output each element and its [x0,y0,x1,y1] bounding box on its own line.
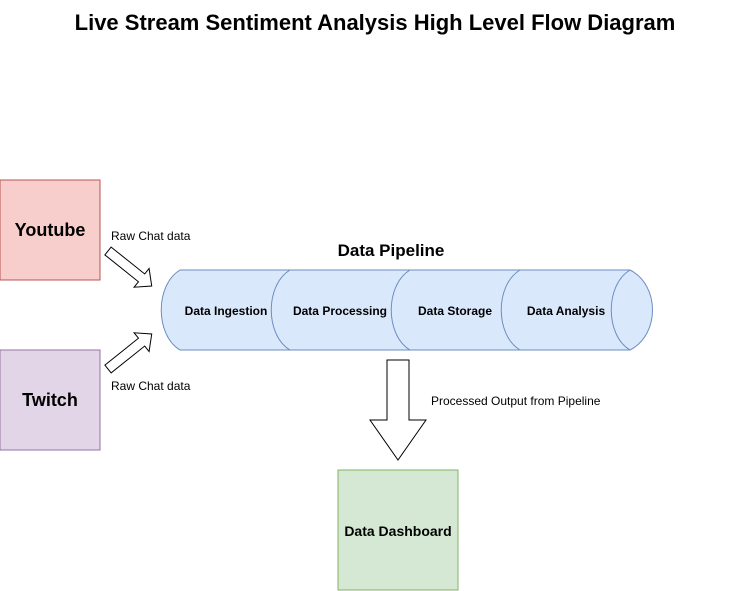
data-dashboard-box[interactable] [337,469,459,591]
youtube-source-box[interactable] [0,179,101,281]
twitch-source-label: Twitch [22,390,78,410]
twitch-to-pipeline-arrow [104,332,153,374]
pipeline-to-dashboard-arrow [369,359,427,461]
output-arrow-label: Processed Output from Pipeline [431,394,601,408]
diagram-title: Live Stream Sentiment Analysis High Leve… [75,10,676,35]
stage-data-analysis[interactable]: Data Analysis [527,304,606,318]
pipeline-divider [270,269,291,351]
twitch-edge-label: Raw Chat data [111,379,191,393]
data-dashboard-label: Data Dashboard [344,523,451,539]
stage-data-ingestion[interactable]: Data Ingestion [185,304,268,318]
stage-data-storage[interactable]: Data Storage [418,304,492,318]
pipeline-end-cap [610,269,631,351]
data-pipeline [160,269,653,351]
pipeline-divider [390,269,411,351]
youtube-source-label: Youtube [15,220,86,240]
twitch-source-box[interactable] [0,349,101,451]
youtube-to-pipeline-arrow [104,246,153,288]
stage-data-processing[interactable]: Data Processing [293,304,387,318]
youtube-edge-label: Raw Chat data [111,229,191,243]
pipeline-title: Data Pipeline [338,241,445,260]
pipeline-divider [500,269,521,351]
